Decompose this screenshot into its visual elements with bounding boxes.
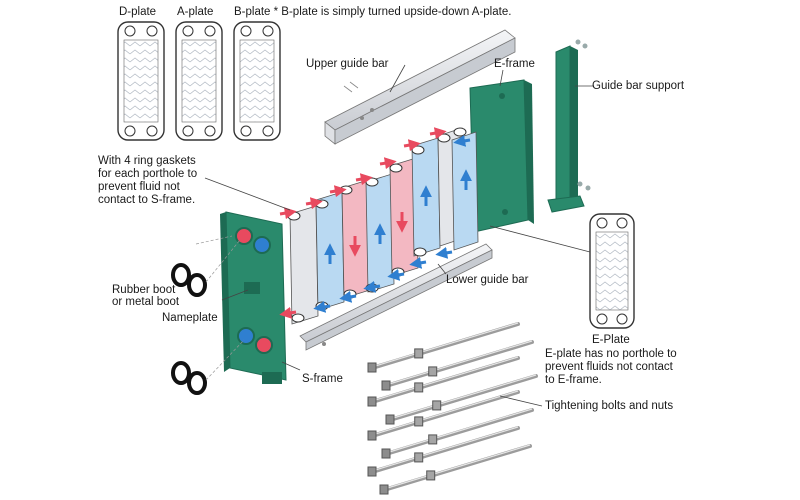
arrow-blue-icon xyxy=(313,300,331,313)
arrow-red-icon xyxy=(329,185,347,198)
nameplate-leader xyxy=(221,289,249,301)
bolt-icon xyxy=(367,426,520,477)
arrow-blue-icon xyxy=(453,134,471,147)
e-plate-leader xyxy=(489,225,591,253)
arrow-blue-icon xyxy=(387,268,405,281)
upper-guide-bar-leader xyxy=(389,64,406,93)
arrow-red-icon xyxy=(279,306,297,319)
e-plate-label: E-Plate xyxy=(592,334,630,346)
arrow-red-icon xyxy=(355,173,373,186)
tightening-bolts-label: Tightening bolts and nuts xyxy=(545,400,674,412)
nameplate-plate xyxy=(244,282,260,294)
s-frame xyxy=(220,211,287,384)
d-plate-label: D-plate xyxy=(119,6,157,18)
gaskets-note-line-2: for each porthole to xyxy=(98,168,198,180)
bolt-icon xyxy=(381,340,534,391)
arrow-red-icon xyxy=(379,157,397,170)
b-plate-drawing xyxy=(233,21,281,141)
e-frame xyxy=(469,79,534,233)
arrow-red-icon xyxy=(305,197,323,210)
rubber-boot-icon xyxy=(171,263,207,395)
e-plate-drawing xyxy=(589,213,635,329)
bolt-icon xyxy=(379,444,532,495)
nameplate-label: Nameplate xyxy=(162,312,218,324)
gaskets-note-line-1: With 4 ring gaskets xyxy=(98,155,196,167)
bolt-icon xyxy=(381,408,534,459)
bolt-icon xyxy=(385,374,538,425)
b-plate-label: B-plate * B-plate is simply turned upsid… xyxy=(234,6,512,18)
arrow-red-icon xyxy=(429,127,447,140)
lower-guide-bar xyxy=(299,243,493,351)
a-plate-drawing xyxy=(175,21,223,141)
gaskets-leader xyxy=(204,177,291,211)
bolt-icon xyxy=(367,390,520,441)
plate-pack xyxy=(279,127,479,325)
s-frame-leader xyxy=(281,361,301,371)
bolts-leader xyxy=(499,395,543,407)
e-plate-note-line-3: to E-frame. xyxy=(545,374,602,386)
e-frame-leader xyxy=(499,69,504,87)
arrow-blue-icon xyxy=(363,280,381,293)
upper-guide-bar-label: Upper guide bar xyxy=(306,58,389,70)
lower-guide-bar-leader xyxy=(437,263,447,275)
a-plate-label: A-plate xyxy=(177,6,214,18)
d-plate-drawing xyxy=(117,21,165,141)
lower-guide-bar-label: Lower guide bar xyxy=(446,274,529,286)
arrow-blue-icon xyxy=(409,256,427,269)
guide-bar-support xyxy=(547,39,591,213)
guide-bar-support-label: Guide bar support xyxy=(592,80,685,92)
s-frame-label: S-frame xyxy=(302,373,343,385)
arrow-red-icon xyxy=(279,207,297,220)
rubber-boot-label-2: or metal boot xyxy=(112,296,180,308)
bolt-icon xyxy=(367,356,520,407)
gaskets-note-line-4: contact to S-frame. xyxy=(98,194,196,206)
arrow-blue-icon xyxy=(339,290,357,303)
e-frame-label: E-frame xyxy=(494,58,535,70)
rubber-boot-label-1: Rubber boot xyxy=(112,284,176,296)
tightening-bolts xyxy=(367,322,538,495)
assembly-guide-lines xyxy=(195,235,245,381)
e-plate-note-line-2: prevent fluids not contact xyxy=(545,361,673,373)
e-plate-note-line-1: E-plate has no porthole to xyxy=(545,348,677,360)
upper-guide-bar xyxy=(324,29,516,145)
gaskets-note-line-3: prevent fluid not xyxy=(98,181,180,193)
arrow-blue-icon xyxy=(435,246,453,259)
bolt-icon xyxy=(367,322,520,373)
arrow-red-icon xyxy=(403,139,421,152)
